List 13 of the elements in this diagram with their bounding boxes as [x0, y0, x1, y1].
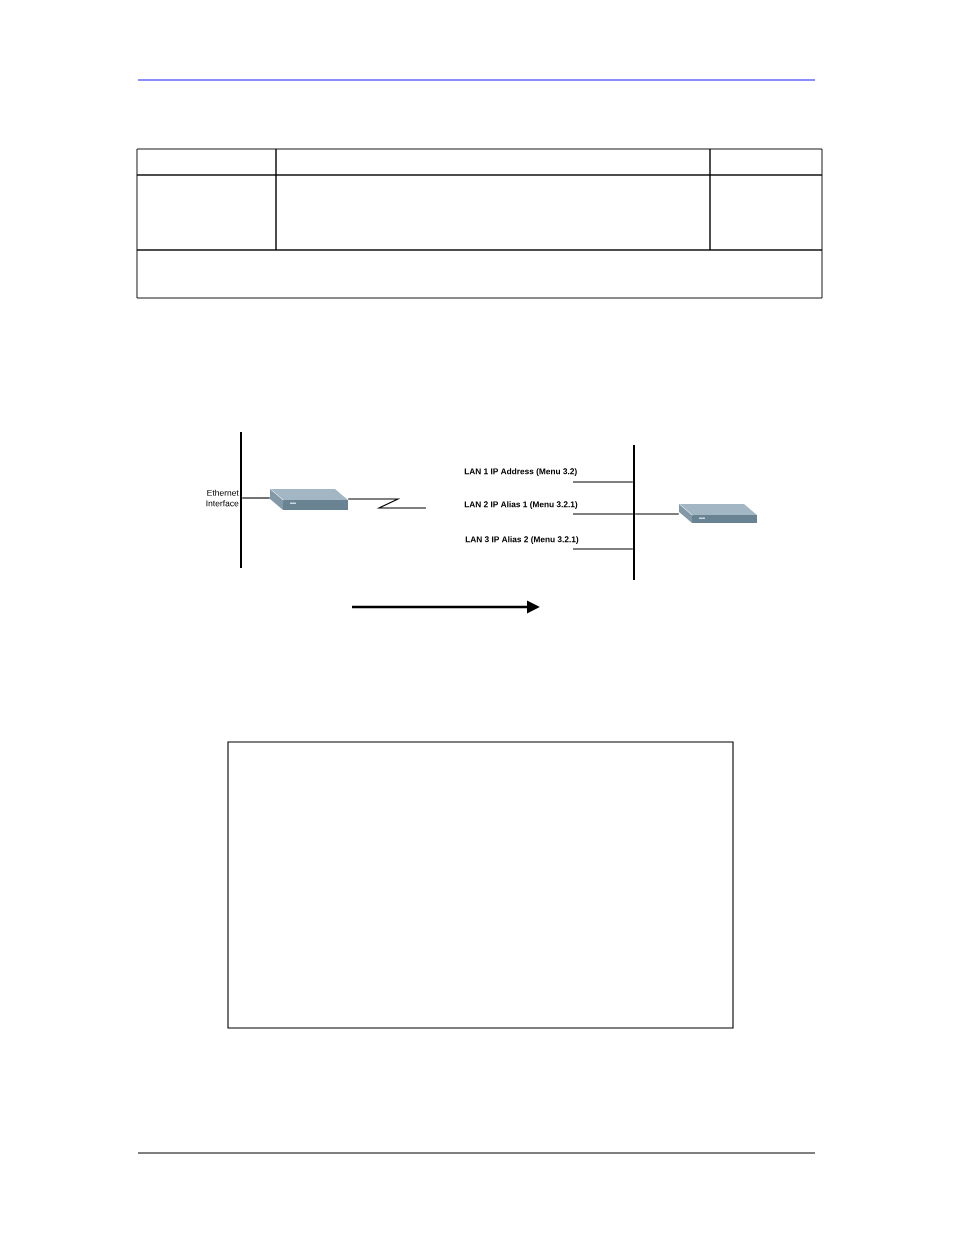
- connector-line: [572, 513, 634, 515]
- bus-line: [633, 445, 635, 580]
- connector-line: [347, 498, 427, 509]
- router-icon: [270, 489, 348, 510]
- edge-label: LAN 3 IP Alias 2 (Menu 3.2.1): [464, 535, 580, 545]
- edge-label: LAN 2 IP Alias 1 (Menu 3.2.1): [463, 500, 579, 510]
- connector-line: [572, 548, 634, 550]
- connector-line: [241, 497, 271, 499]
- bus-label: Ethernet Interface: [206, 489, 239, 507]
- connector-line: [634, 513, 680, 515]
- edge-label: LAN 1 IP Address (Menu 3.2): [463, 467, 579, 477]
- connector-line: [572, 481, 634, 483]
- router-icon: [679, 504, 757, 523]
